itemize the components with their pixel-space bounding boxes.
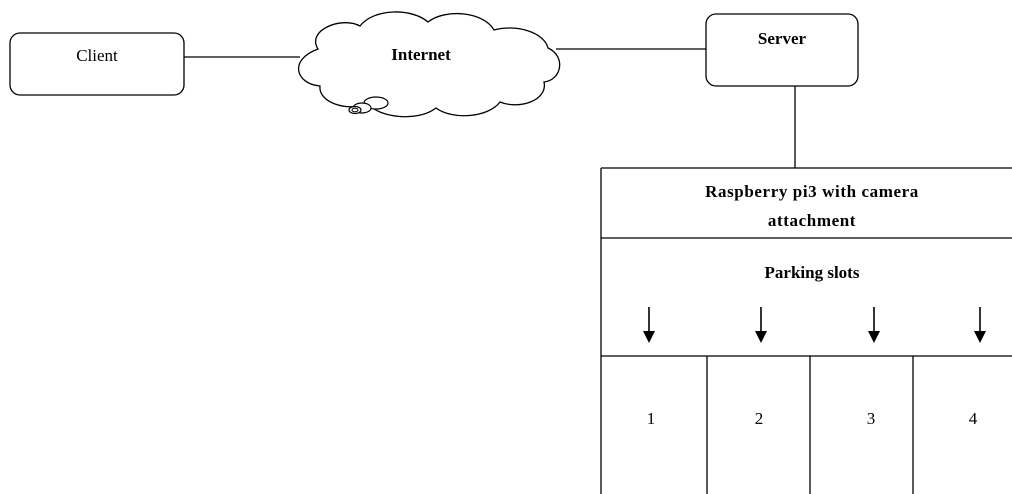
- slot-2-label: 2: [755, 409, 764, 428]
- internet-label: Internet: [391, 45, 451, 64]
- down-arrow-icon: [974, 307, 986, 343]
- client-box: [9, 32, 185, 96]
- client-node: Client: [9, 32, 185, 96]
- down-arrow-icon: [643, 307, 655, 343]
- slot-3-label: 3: [867, 409, 876, 428]
- raspberry-panel: Raspberry pi3 with camera attachment Par…: [600, 167, 1012, 494]
- arrows: [643, 307, 986, 343]
- server-label: Server: [758, 29, 807, 48]
- panel-title-line1: Raspberry pi3 with camera: [705, 182, 919, 201]
- slot-4-label: 4: [969, 409, 978, 428]
- cloud-tail-puffs: [348, 96, 389, 115]
- server-node: Server: [705, 13, 859, 87]
- cloud-icon: [298, 11, 561, 118]
- client-label: Client: [76, 46, 118, 65]
- panel-title-line2: attachment: [768, 211, 856, 230]
- internet-cloud: Internet: [298, 11, 561, 118]
- down-arrow-icon: [755, 307, 767, 343]
- slot-1-label: 1: [647, 409, 656, 428]
- server-box: [705, 13, 859, 87]
- down-arrow-icon: [868, 307, 880, 343]
- parking-slots-label: Parking slots: [765, 263, 860, 282]
